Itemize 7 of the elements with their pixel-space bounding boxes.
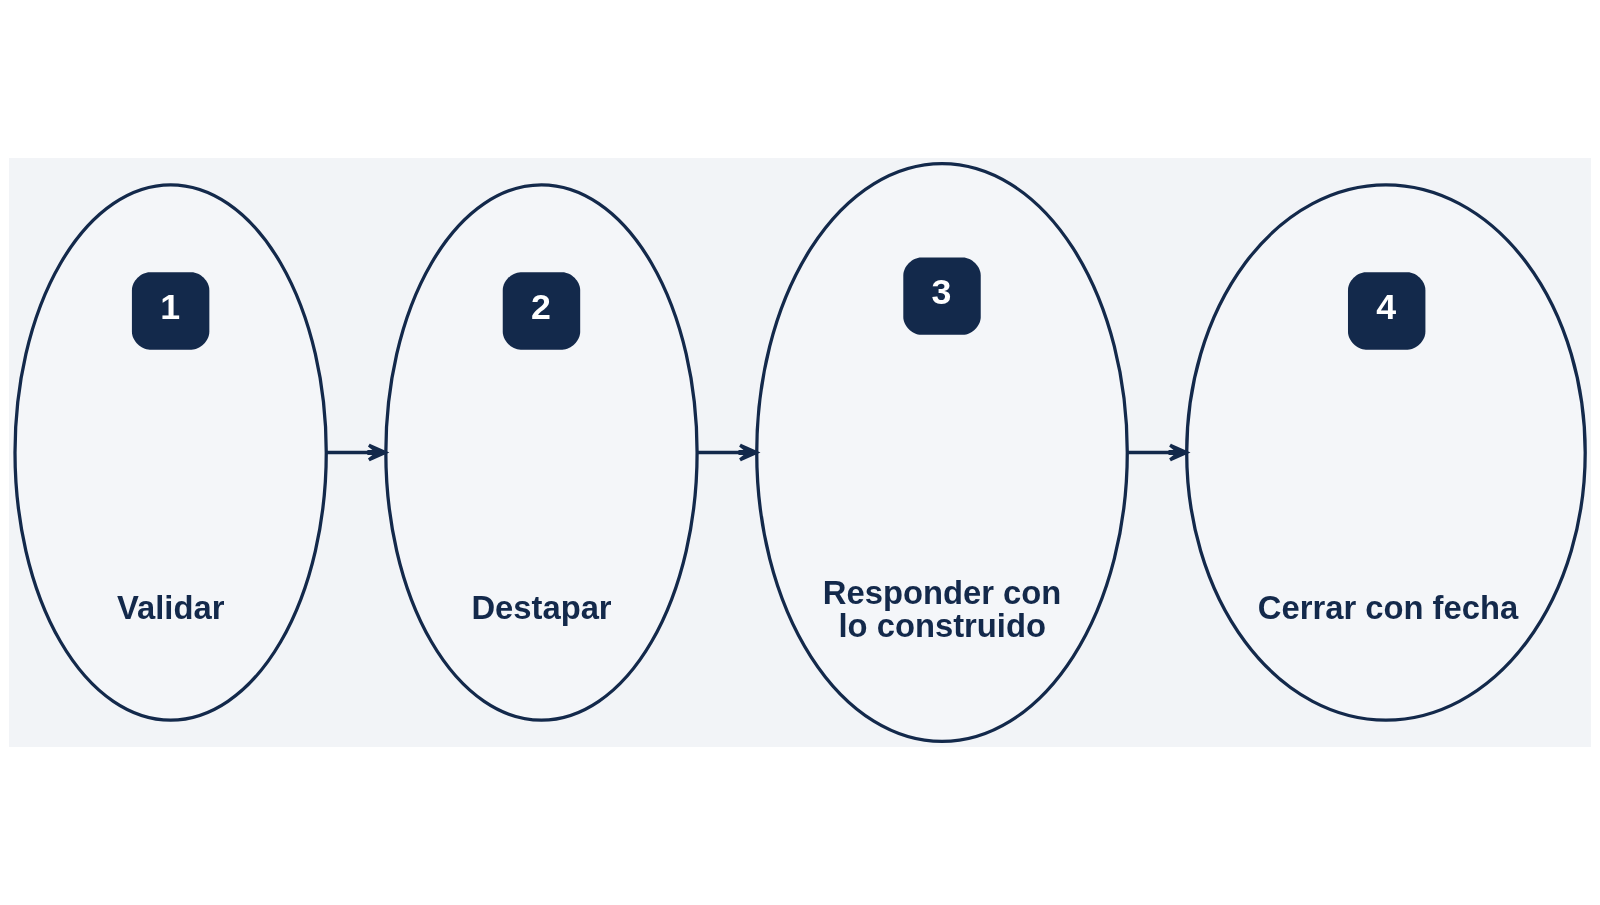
arrow: [1127, 443, 1189, 462]
arrow: [697, 443, 759, 462]
node-ellipse: 3 Responder con lo construido: [755, 161, 1129, 744]
arrow: [326, 443, 387, 462]
node-ellipse: 2 Destapar: [384, 183, 699, 722]
node-ellipse: 4 Cerrar con fecha: [1185, 183, 1587, 722]
node-ellipse: 1 Validar: [13, 183, 328, 722]
